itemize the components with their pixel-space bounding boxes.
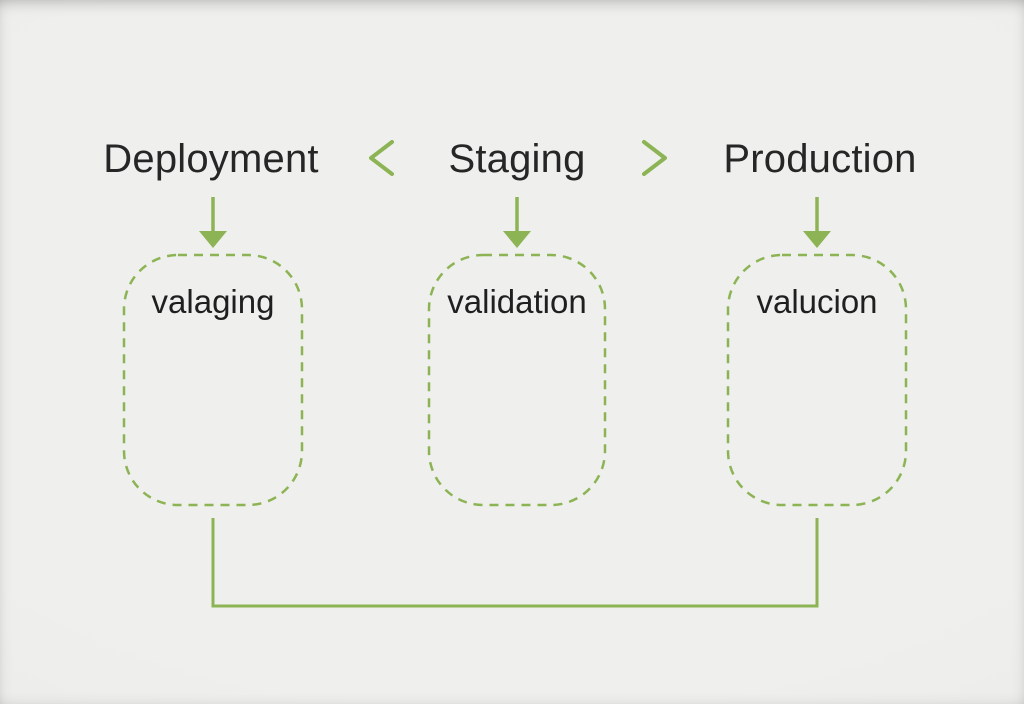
stage-title-deployment: Deployment [103,137,319,181]
stage-box-production [726,253,908,507]
arrow-down-icon [803,197,831,248]
stage-title-staging: Staging [448,137,586,181]
chevron-left-icon [369,140,394,176]
box-label-validation: validation [447,283,587,320]
box-label-valaging: valaging [151,283,275,320]
chevron-right-icon [642,140,667,176]
box-label-valucion: valucion [756,283,878,320]
stage-title-production: Production [723,137,917,181]
arrow-down-icon [199,197,227,248]
bottom-connector-line [211,518,819,608]
stage-box-staging [427,253,607,507]
stage-box-deployment [122,253,304,507]
arrow-down-icon [503,197,531,248]
